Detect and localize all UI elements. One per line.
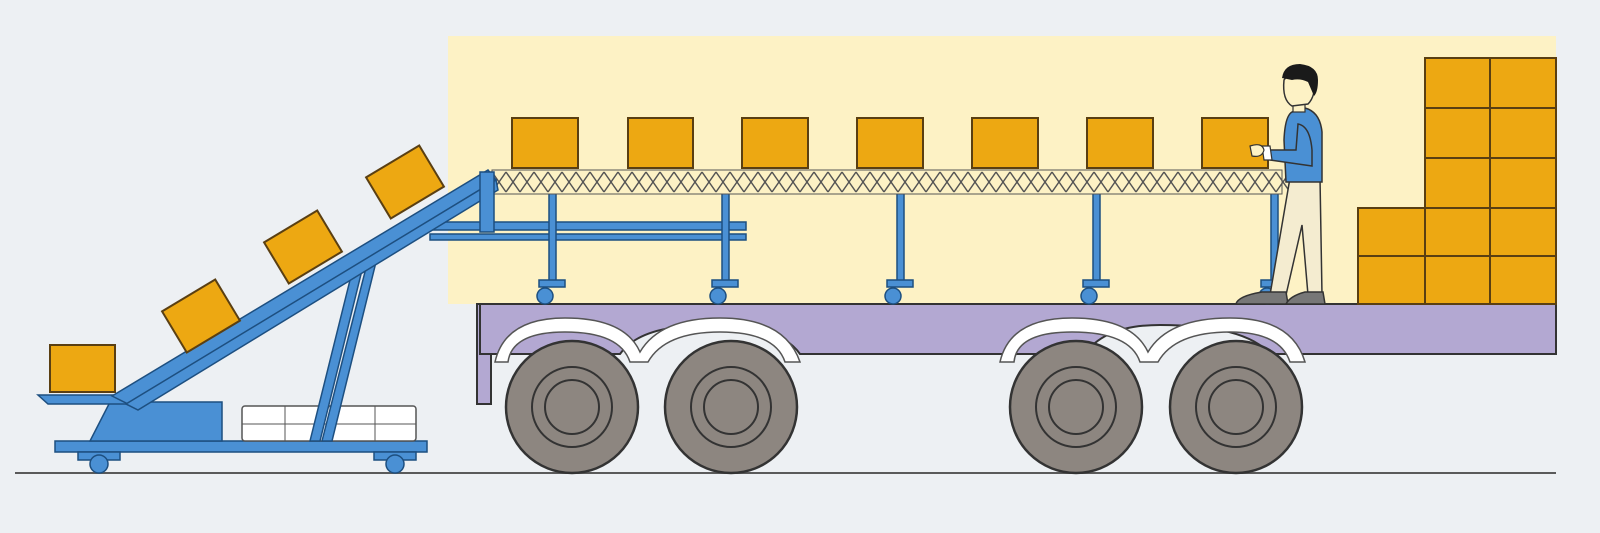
cardboard-box	[856, 117, 924, 169]
box-stack	[1357, 57, 1557, 305]
fender-front	[494, 317, 802, 363]
loader-motor-housing	[88, 401, 223, 442]
caster-wheel	[709, 279, 739, 305]
trailer-wheel	[504, 339, 640, 475]
cardboard-box	[160, 278, 242, 354]
worker-shoe	[1235, 291, 1289, 305]
cardboard-box	[511, 117, 579, 169]
loader-incline-belt-rail	[124, 178, 499, 411]
truck-trailer	[476, 303, 1557, 475]
caster-wheel	[536, 279, 566, 305]
conveyor-side-rail	[429, 221, 747, 231]
incline-boxes	[49, 144, 446, 393]
trailer-wheel	[1008, 339, 1144, 475]
accordion-scissor	[491, 171, 1291, 193]
loader-incline-belt	[110, 169, 498, 405]
caster-wheel	[1080, 279, 1110, 305]
conveyor-leg	[548, 185, 557, 283]
cardboard-box	[364, 144, 446, 220]
conveyor-boxes	[511, 117, 1269, 169]
conveyor-leg	[896, 185, 905, 283]
cardboard-box	[971, 117, 1039, 169]
cardboard-box	[49, 344, 116, 393]
conveyor-leg	[721, 185, 730, 283]
conveyor-leg	[1092, 185, 1101, 283]
worker-shoe	[1284, 291, 1326, 305]
worker-cuff	[1261, 145, 1273, 161]
worker-hand	[1249, 144, 1265, 157]
fender-rear	[999, 317, 1307, 363]
telescopic-belt-loader	[36, 169, 499, 474]
loader-base-wheel	[373, 451, 417, 474]
cardboard-box	[627, 117, 694, 169]
loader-base-wheel	[77, 451, 121, 474]
loader-base-beam	[54, 440, 428, 453]
cardboard-box	[262, 209, 344, 285]
worker-hair	[1282, 64, 1318, 96]
cardboard-box	[741, 117, 809, 169]
loader-head-bracket	[479, 171, 495, 233]
conveyor-side-rail	[429, 233, 747, 241]
trailer-wheel	[663, 339, 799, 475]
trailer-wheel	[1168, 339, 1304, 475]
cardboard-box	[1086, 117, 1154, 169]
cardboard-box	[1201, 117, 1269, 169]
caster-wheel	[884, 279, 914, 305]
warehouse-worker	[1235, 64, 1326, 305]
